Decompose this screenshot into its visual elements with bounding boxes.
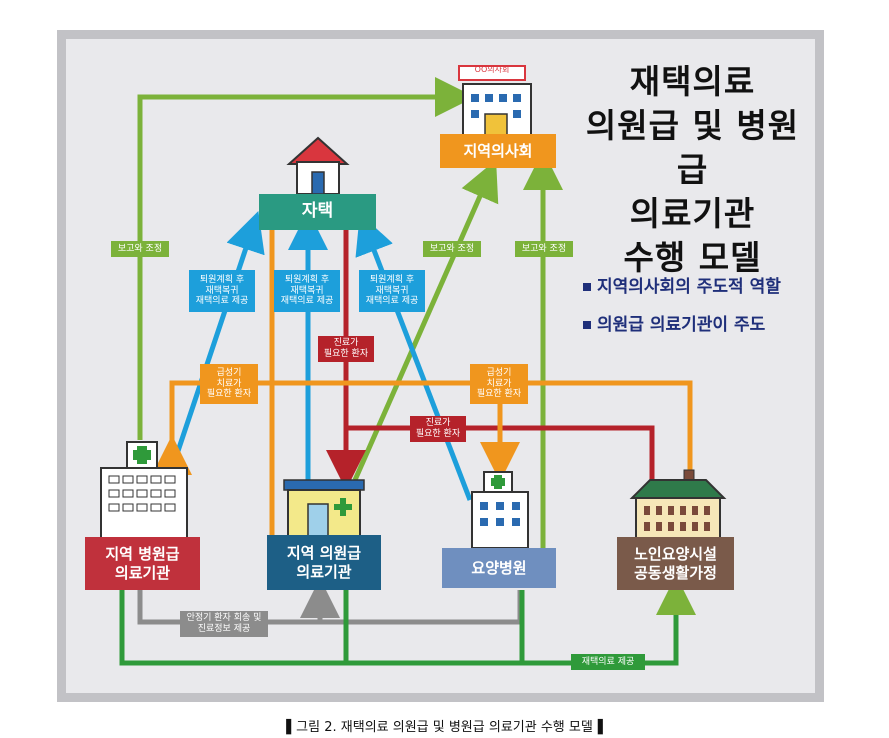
label-report-clinic: 보고와 조정 — [423, 241, 481, 257]
label-acute-nursing: 급성기 치료가 필요한 환자 — [470, 364, 528, 404]
homecare-line — [119, 575, 696, 666]
label-care-needed-elderly: 진료가 필요한 환자 — [410, 416, 466, 442]
acute-line-top — [152, 380, 693, 480]
house-icon — [286, 136, 350, 195]
node-clinic: 지역 의원급 의료기관 — [267, 535, 381, 590]
bullet-square-icon — [583, 283, 591, 291]
node-home: 자택 — [259, 194, 376, 230]
clinic-building-icon — [283, 479, 365, 537]
report-line-hospital — [137, 77, 475, 440]
label-report-hospital: 보고와 조정 — [111, 241, 169, 257]
label-acute-hospital: 급성기 치료가 필요한 환자 — [200, 364, 258, 404]
node-hospital: 지역 병원급 의료기관 — [85, 537, 200, 590]
bullet-square-icon — [583, 321, 591, 329]
elderly-facility-icon — [629, 469, 727, 539]
figure-caption: ▌그림 2. 재택의료 의원급 및 병원급 의료기관 수행 모델▐ — [286, 720, 603, 735]
label-report-nursing: 보고와 조정 — [515, 241, 573, 257]
bullet-item-2: 의원급 의료기관이 주도 — [583, 310, 765, 335]
label-discharge-nursing: 퇴원계획 후 재택복귀 재택의료 제공 — [359, 270, 425, 312]
bullet-text-2: 의원급 의료기관이 주도 — [597, 315, 766, 335]
discharge-line-hospital — [172, 211, 265, 461]
bullet-text-1: 지역의사회의 주도적 역할 — [597, 277, 781, 297]
label-care-needed-home: 진료가 필요한 환자 — [318, 336, 374, 362]
node-association: 지역의사회 — [440, 134, 556, 168]
diagram-title: 재택의료 의원급 및 병원급 의료기관 수행 모델 — [585, 62, 800, 277]
association-sign: OO의사회 — [474, 65, 510, 75]
label-stable-return: 안정기 환자 회송 및 진료정보 제공 — [180, 611, 268, 637]
label-discharge-hospital: 퇴원계획 후 재택복귀 재택의료 제공 — [189, 270, 255, 312]
nursing-hospital-icon — [471, 471, 529, 549]
bullet-item-1: 지역의사회의 주도적 역할 — [583, 272, 781, 297]
label-discharge-clinic: 퇴원계획 후 재택복귀 재택의료 제공 — [274, 270, 340, 312]
node-nursing-hospital: 요양병원 — [442, 548, 556, 588]
label-homecare: 재택의료 제공 — [571, 654, 645, 670]
hospital-building-icon — [100, 441, 188, 539]
node-elderly-facility: 노인요양시설 공동생활가정 — [617, 537, 734, 590]
association-building-icon — [458, 65, 532, 141]
